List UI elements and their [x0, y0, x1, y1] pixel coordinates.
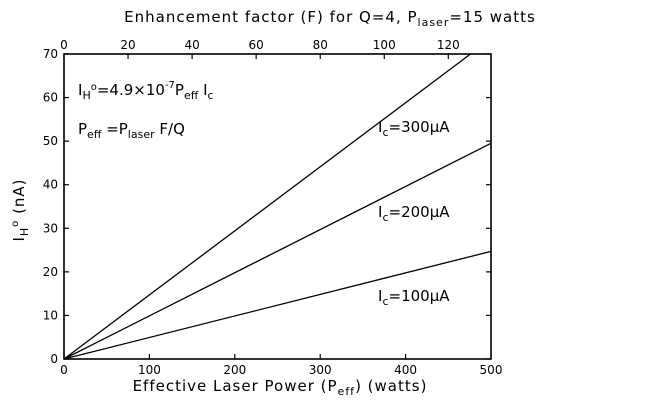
x-axis-title: Effective Laser Power (Peff) (watts) — [133, 377, 428, 398]
y-tick-label: 70 — [43, 47, 58, 61]
series-line-2 — [63, 250, 492, 360]
series-line-0 — [63, 53, 471, 360]
plot-frame — [63, 53, 492, 360]
x-tick-label: 300 — [309, 363, 332, 377]
x-top-tick-label: 120 — [437, 38, 460, 52]
y-tick-label: 40 — [43, 178, 58, 192]
top-axis-title: Enhancement factor (F) for Q=4, Plaser=1… — [124, 8, 536, 29]
x-top-tick-label: 100 — [373, 38, 396, 52]
series-label-300: Ic=300μA — [378, 118, 450, 139]
series-label-200: Ic=200μA — [378, 203, 450, 224]
y-tick-label: 30 — [43, 221, 58, 235]
x-tick-label: 0 — [60, 363, 68, 377]
series-line-1 — [63, 142, 492, 360]
y-tick-label: 50 — [43, 134, 58, 148]
y-tick-label: 0 — [50, 352, 58, 366]
x-top-tick-label: 40 — [184, 38, 199, 52]
x-tick-label: 500 — [480, 363, 503, 377]
y-axis-title: IHo (nA) — [10, 178, 31, 241]
x-tick-label: 400 — [394, 363, 417, 377]
annotation-equation-2: Peff =Plaser F/Q — [78, 120, 185, 141]
x-top-tick-label: 20 — [120, 38, 135, 52]
y-tick-label: 20 — [43, 265, 58, 279]
x-tick-label: 200 — [223, 363, 246, 377]
x-top-tick-label: 80 — [313, 38, 328, 52]
series-group — [63, 53, 492, 360]
series-label-100: Ic=100μA — [378, 287, 450, 308]
annotation-equation-1: IHo=4.9×10-7Peff Ic — [78, 80, 214, 102]
y-tick-label: 60 — [43, 91, 58, 105]
y-tick-label: 10 — [43, 308, 58, 322]
x-top-tick-label: 0 — [60, 38, 68, 52]
x-tick-label: 100 — [138, 363, 161, 377]
x-top-tick-label: 60 — [249, 38, 264, 52]
tick-group: 0 100 200 300 400 500 0 20 40 60 80 100 120 0 10 20 30 40… — [43, 38, 503, 377]
